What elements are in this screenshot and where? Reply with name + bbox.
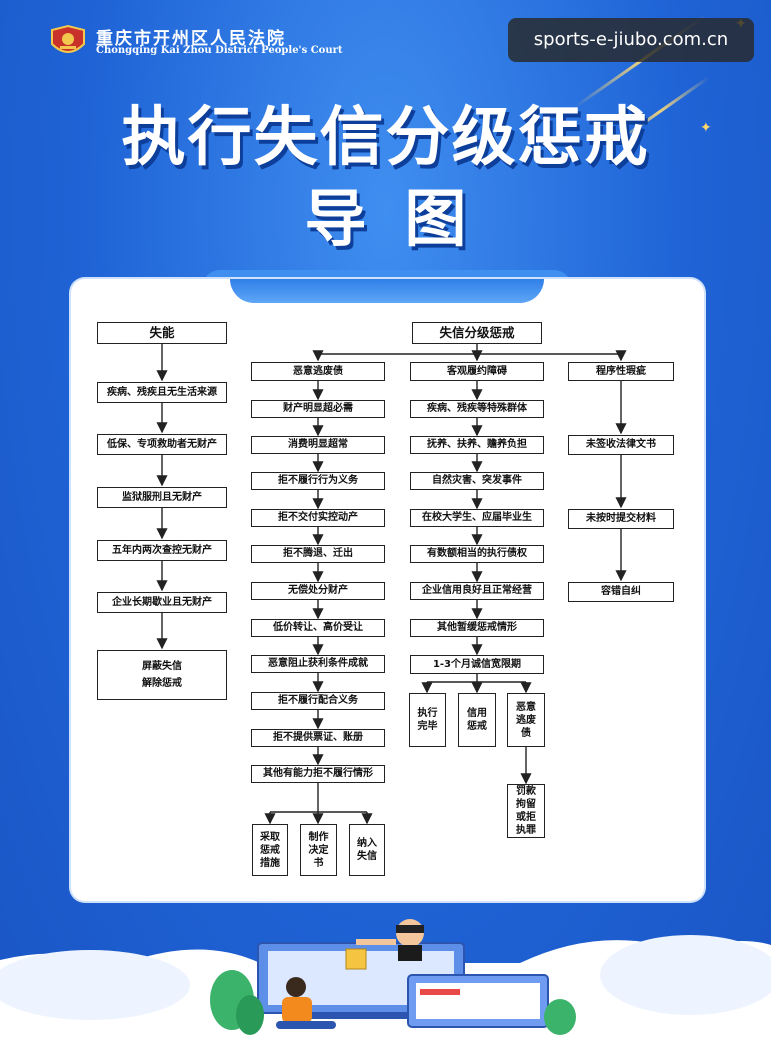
keguan-item: 抚养、扶养、赡养负担 [410,436,544,454]
chengxu-item: 未按时提交材料 [568,509,674,529]
page-subtitle: 导图 [304,182,505,255]
monitor-icon [407,974,549,1028]
center-header: 失信分级惩戒 [412,322,542,344]
card-tab-lip [230,279,544,303]
keguan-outcome: 执行完毕 [409,693,446,747]
keguan-item: 自然灾害、突发事件 [410,472,544,490]
eyi-item: 拒不提供票证、账册 [251,729,385,747]
eyi-item: 财产明显超必需 [251,400,385,418]
keguan-outcome: 恶意逃废债 [507,693,545,747]
eyi-item: 拒不履行行为义务 [251,472,385,490]
page-title: 执行失信分级惩戒 [121,101,650,175]
plant-icon [210,970,576,1035]
eyi-header: 恶意逃废债 [251,362,385,381]
court-header: 重庆市开州区人民法院 Chongqing Kai Zhou District P… [48,22,378,64]
shineng-item: 五年内两次查控无财产 [97,540,227,561]
keguan-final: 罚款拘留或拒执罪 [507,784,545,838]
shineng-item: 疾病、残疾且无生活来源 [97,382,227,403]
lock-icon [345,948,367,970]
sparkle-icon: ✦ [700,120,712,136]
shineng-item: 低保、专项救助者无财产 [97,434,227,455]
keguan-header: 客观履约障碍 [410,362,544,381]
court-emblem-icon [51,24,85,53]
keguan-item: 在校大学生、应届毕业生 [410,509,544,527]
bottom-illustration [0,919,771,1048]
eyi-item: 其他有能力拒不履行情形 [251,765,385,783]
eyi-outcome: 纳入失信 [349,824,385,876]
eyi-item: 恶意阻止获利条件成就 [251,655,385,673]
keguan-item: 疾病、残疾等特殊群体 [410,400,544,418]
keguan-item: 有数额相当的执行债权 [410,545,544,563]
eyi-item: 无偿处分财产 [251,582,385,600]
eyi-outcome: 制作决定书 [300,824,337,876]
eyi-item: 拒不腾退、迁出 [251,545,385,563]
chengxu-item: 未签收法律文书 [568,435,674,455]
court-name-cn: 重庆市开州区人民法院 [96,29,286,49]
keguan-item: 其他暂缓惩戒情形 [410,619,544,637]
shineng-item: 监狱服刑且无财产 [97,487,227,508]
shineng-header: 失能 [97,322,227,344]
shineng-result: 屏蔽失信 解除惩戒 [97,650,227,700]
keguan-outcome: 信用惩戒 [458,693,496,747]
thief-icon [356,919,424,961]
keguan-item: 企业信用良好且正常经营 [410,582,544,600]
chengxu-header: 程序性瑕疵 [568,362,674,381]
chengxu-item: 容错自纠 [568,582,674,602]
eyi-item: 拒不履行配合义务 [251,692,385,710]
eyi-item: 拒不交付实控动产 [251,509,385,527]
watermark: sports-e-jiubo.com.cn [508,18,754,62]
eyi-item: 消费明显超常 [251,436,385,454]
eyi-outcome: 采取惩戒措施 [252,824,288,876]
eyi-item: 低价转让、高价受让 [251,619,385,637]
court-name-en: Chongqing Kai Zhou District People's Cou… [96,45,343,56]
person-icon [276,977,336,1029]
shineng-item: 企业长期歇业且无财产 [97,592,227,613]
keguan-item: 1-3个月诚信宽限期 [410,655,544,674]
